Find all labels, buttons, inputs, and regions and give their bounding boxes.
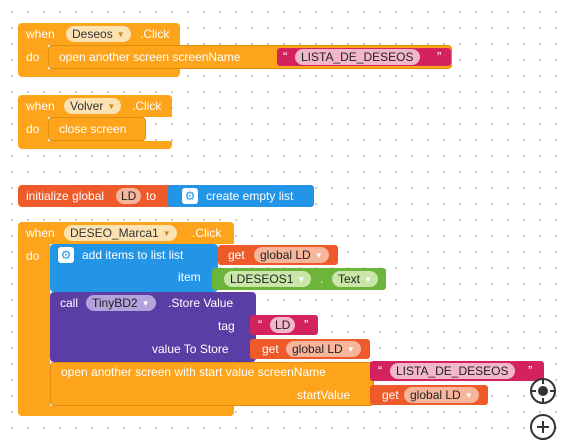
do-label: do xyxy=(26,122,40,136)
create-empty-list-block[interactable]: ⚙ create empty list xyxy=(168,185,314,207)
event-name: .Click xyxy=(140,27,170,41)
dropdown-arrow-icon: ▼ xyxy=(464,390,473,400)
global-name-field[interactable]: LD xyxy=(116,188,142,204)
dropdown-arrow-icon: ▼ xyxy=(364,274,372,284)
when-label: when xyxy=(26,27,55,41)
component-dropdown-volver[interactable]: Volver▼ xyxy=(64,98,122,114)
event-name: .Click xyxy=(192,226,222,240)
open-quote-icon: “ xyxy=(283,49,288,64)
add-items-to-list-block[interactable]: ⚙ add items to list list item xyxy=(50,244,218,292)
initialize-global-block[interactable]: initialize global LD to ⚙ create empty l… xyxy=(18,185,314,207)
create-empty-list-label: create empty list xyxy=(206,189,294,203)
do-label: do xyxy=(26,50,40,64)
zoom-in-icon[interactable] xyxy=(530,414,556,440)
close-quote-icon: ” xyxy=(528,363,533,378)
component-property-block[interactable]: LDESEOS1▼ . Text▼ xyxy=(212,268,386,290)
text-block-tag[interactable]: “ LD ” xyxy=(250,315,318,335)
close-quote-icon: ” xyxy=(437,49,442,64)
to-label: to xyxy=(146,189,157,203)
event-block-deseos-click[interactable]: when Deseos▼ .Click xyxy=(18,23,180,45)
event-block-volver-click[interactable]: when Volver▼ .Click xyxy=(18,95,172,117)
text-block-screen-name[interactable]: “ LISTA_DE_DESEOS ” xyxy=(370,361,544,381)
dot-label: . xyxy=(320,272,324,286)
component-dropdown-deseo-marca1[interactable]: DESEO_Marca1▼ xyxy=(64,225,177,241)
close-screen-block[interactable]: close screen xyxy=(48,117,146,141)
get-global-ld-block[interactable]: get global LD▼ xyxy=(218,245,338,265)
text-value[interactable]: LISTA_DE_DESEOS xyxy=(390,363,515,379)
dropdown-arrow-icon: ▼ xyxy=(297,274,306,284)
get-label: get xyxy=(228,248,245,262)
text-value[interactable]: LD xyxy=(270,317,296,333)
when-label: when xyxy=(26,226,55,240)
center-target-icon[interactable] xyxy=(530,378,556,404)
open-another-screen-block[interactable]: open another screen screenName “ LISTA_D… xyxy=(48,45,452,69)
dropdown-arrow-icon: ▼ xyxy=(116,29,125,39)
close-screen-label: close screen xyxy=(59,122,127,136)
add-items-label: add items to list list xyxy=(82,248,184,262)
dropdown-arrow-icon: ▼ xyxy=(107,101,116,111)
dropdown-arrow-icon: ▼ xyxy=(141,298,150,308)
component-dropdown-tinybd2[interactable]: TinyBD2▼ xyxy=(86,295,156,311)
event-name: .Click xyxy=(132,99,162,113)
component-dropdown-ldeseos1[interactable]: LDESEOS1▼ xyxy=(224,271,312,287)
do-rail: do xyxy=(18,117,48,141)
start-value-label: startValue xyxy=(297,388,351,402)
call-label: call xyxy=(60,296,79,310)
gear-icon[interactable]: ⚙ xyxy=(182,188,198,204)
event-block-deseo-marca1-click[interactable]: when DESEO_Marca1▼ .Click xyxy=(18,222,234,244)
item-label: item xyxy=(178,270,201,284)
property-dropdown-text[interactable]: Text▼ xyxy=(332,271,378,287)
event-block-footer xyxy=(18,141,172,149)
variable-dropdown[interactable]: global LD▼ xyxy=(286,341,361,357)
text-value[interactable]: LISTA_DE_DESEOS xyxy=(295,49,420,65)
open-another-screen-with-start-value-block[interactable]: open another screen with start value scr… xyxy=(50,362,374,406)
open-screen-label: open another screen screenName xyxy=(59,50,241,64)
event-block-footer xyxy=(18,406,234,416)
value-to-store-label: value To Store xyxy=(152,342,229,356)
method-label: .Store Value xyxy=(168,296,234,310)
do-rail: do xyxy=(18,45,48,69)
variable-dropdown[interactable]: global LD▼ xyxy=(254,247,329,263)
tag-label: tag xyxy=(218,319,235,333)
call-store-value-block[interactable]: call TinyBD2▼ .Store Value tag value To … xyxy=(50,292,256,362)
initialize-global-label: initialize global xyxy=(26,189,105,203)
do-rail: do xyxy=(18,244,50,406)
do-label: do xyxy=(26,249,40,263)
text-block-screen-name[interactable]: “ LISTA_DE_DESEOS ” xyxy=(277,48,451,66)
open-screen-start-label: open another screen with start value scr… xyxy=(61,365,326,379)
event-block-footer xyxy=(18,69,180,77)
component-dropdown-deseos[interactable]: Deseos▼ xyxy=(66,26,131,42)
dropdown-arrow-icon: ▼ xyxy=(162,228,171,238)
dropdown-arrow-icon: ▼ xyxy=(314,250,323,260)
when-label: when xyxy=(26,99,55,113)
close-quote-icon: ” xyxy=(304,317,309,332)
dropdown-arrow-icon: ▼ xyxy=(346,344,355,354)
open-quote-icon: “ xyxy=(258,317,263,332)
get-label: get xyxy=(262,342,279,356)
get-label: get xyxy=(382,388,399,402)
get-global-ld-block[interactable]: get global LD▼ xyxy=(370,385,488,405)
open-quote-icon: “ xyxy=(378,363,383,378)
get-global-ld-block[interactable]: get global LD▼ xyxy=(250,339,370,359)
gear-icon[interactable]: ⚙ xyxy=(58,247,74,263)
variable-dropdown[interactable]: global LD▼ xyxy=(404,387,479,403)
